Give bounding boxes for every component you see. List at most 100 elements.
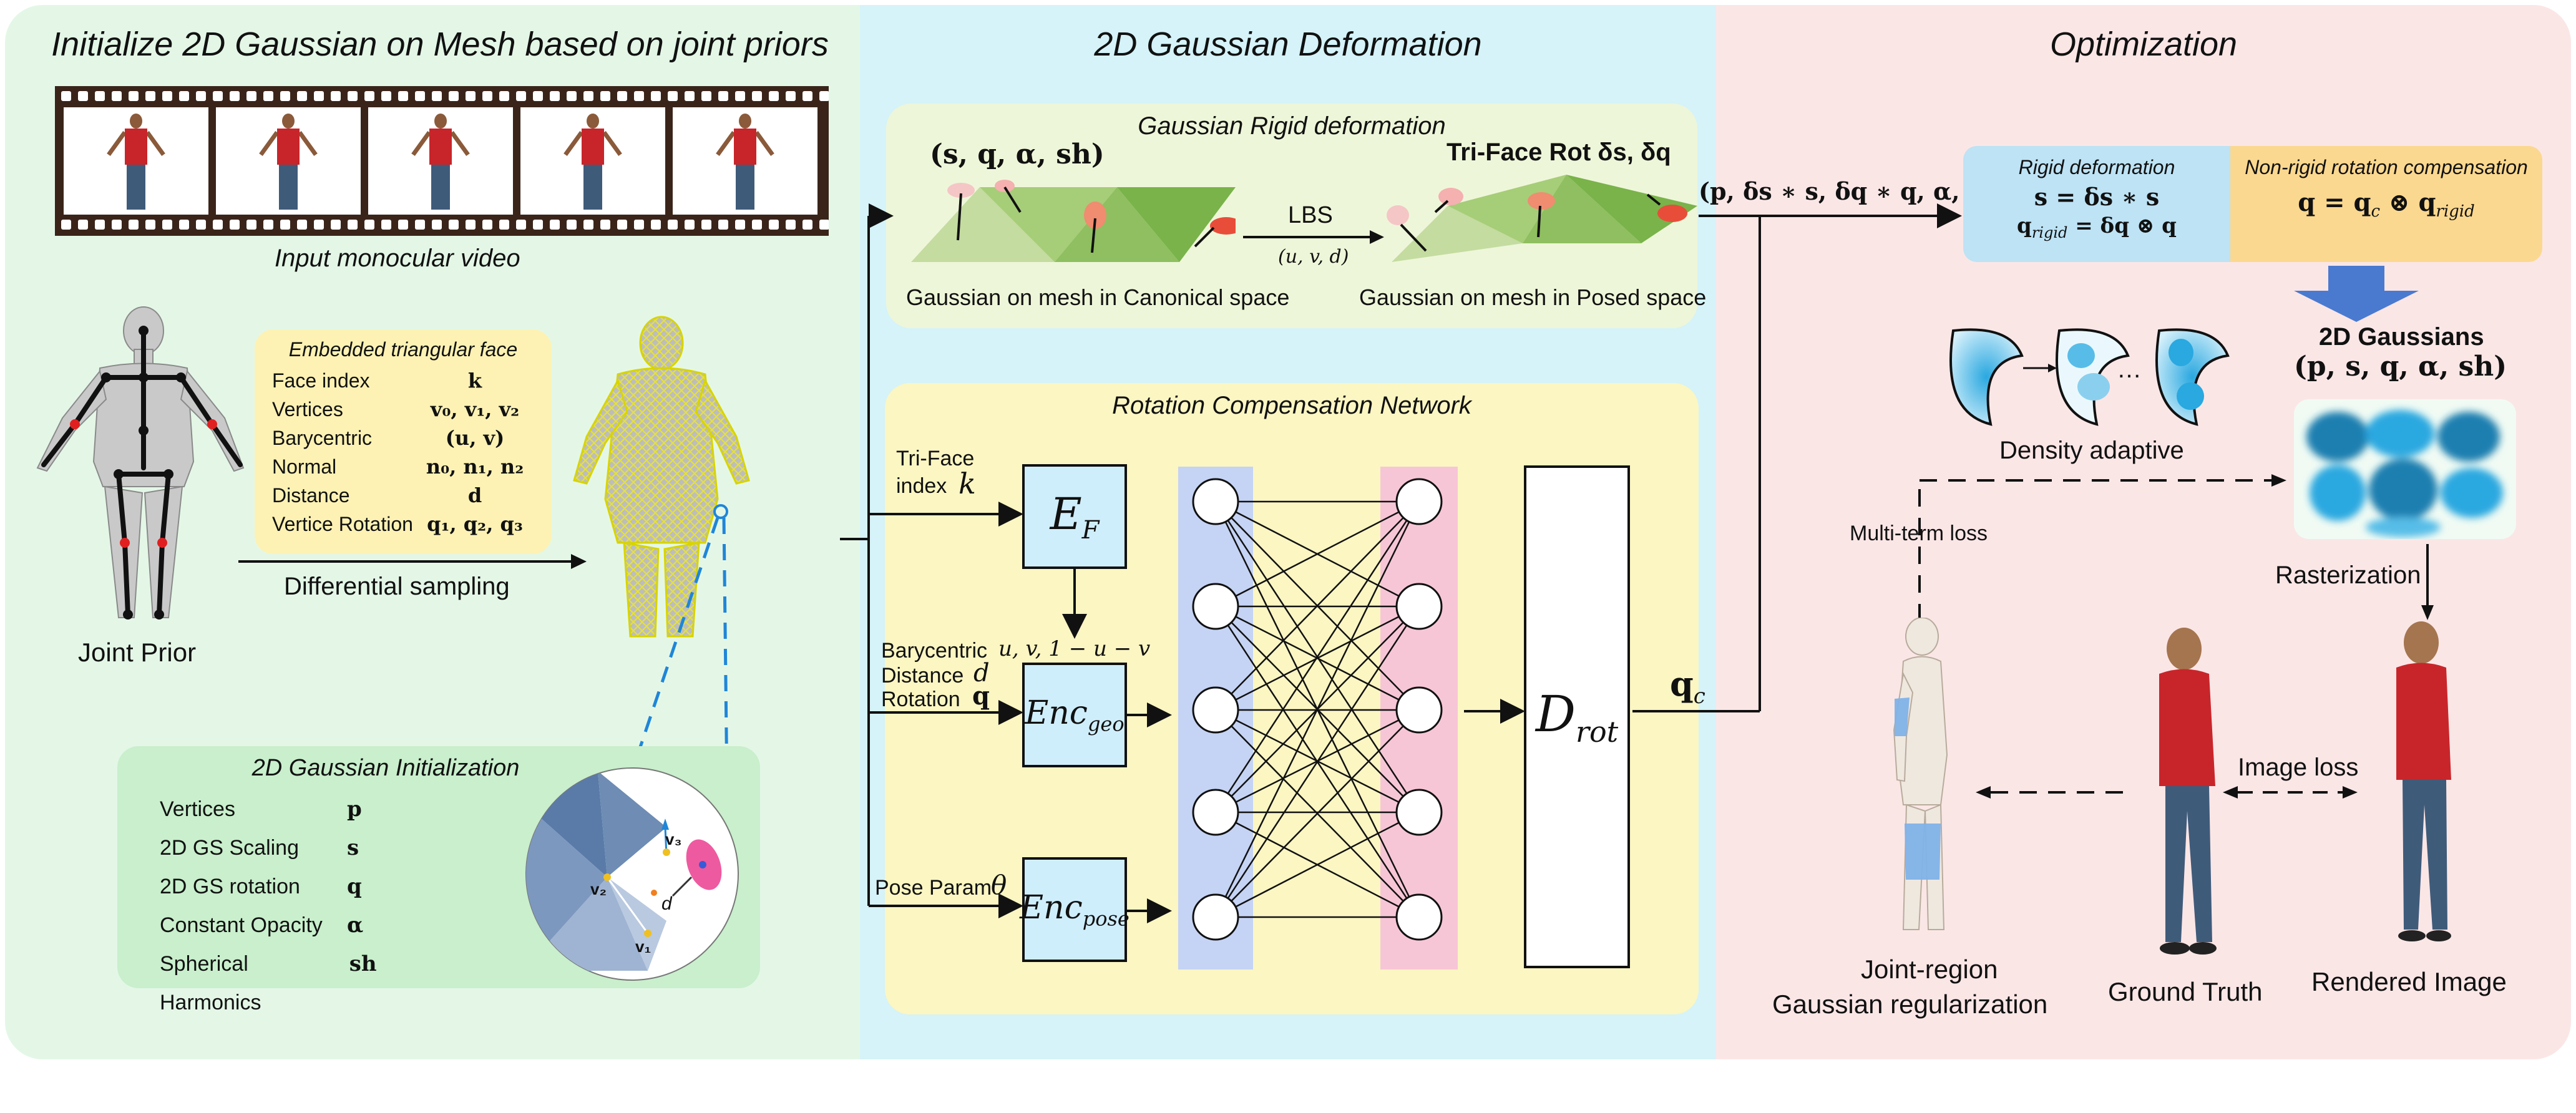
gaussian-init-row: Spherical Harmonics sh	[160, 945, 422, 1022]
rotation-math: q	[972, 681, 990, 711]
density-adaptive-figure	[1949, 328, 2230, 426]
ef-encoder: EF	[1022, 464, 1127, 569]
rcn-title: Rotation Compensation Network	[1112, 392, 1471, 419]
pose-theta: θ	[991, 870, 1007, 900]
film-perforation	[432, 220, 442, 230]
gaussian-init-row-name: Spherical Harmonics	[160, 952, 261, 1014]
panel2-title: 2D Gaussian Deformation	[1094, 26, 1482, 63]
init-v3-label: v₃	[665, 830, 681, 848]
film-perforation	[482, 91, 492, 101]
film-perforation	[449, 91, 459, 101]
film-perforation	[482, 220, 492, 230]
rigid-def-eq2: qrigid = δq ⊗ q	[1963, 213, 2230, 241]
network-edge	[1214, 501, 1420, 813]
film-perforation	[415, 91, 425, 101]
qc-q: q	[1670, 664, 1694, 704]
film-perforation	[533, 220, 543, 230]
film-perforation	[499, 91, 509, 101]
film-perforation	[735, 91, 745, 101]
embedded-face-row-symbol: q₁, q₂, q₃	[427, 512, 523, 536]
gaussian-init-title: 2D Gaussian Initialization	[251, 755, 520, 781]
embedded-face-row: Distance d	[272, 481, 534, 510]
layer1-node	[1192, 789, 1239, 836]
video-frame	[368, 107, 513, 215]
network-edge	[1215, 501, 1420, 711]
embedded-face-row-name: Distance	[272, 484, 350, 507]
film-perforation	[213, 91, 223, 101]
film-perforation	[78, 220, 88, 230]
nonrigid-cell: Non-rigid rotation compensation q = qc ⊗…	[2230, 146, 2542, 262]
film-perforation	[617, 91, 627, 101]
triface-k: k	[959, 467, 976, 500]
init-v2-label: v₂	[590, 880, 607, 898]
distance-math: d	[973, 659, 990, 688]
differential-sampling-arrow	[238, 554, 587, 569]
film-perforation	[348, 220, 358, 230]
layer2-node	[1395, 789, 1443, 836]
joint-region-label-2: Gaussian regularization	[1772, 989, 2048, 1019]
triface-rot-text: Tri-Face Rot δs, δq	[1447, 139, 1671, 166]
gaussians-title: 2D Gaussians	[2319, 323, 2484, 351]
film-perforation	[246, 220, 256, 230]
nonrigid-eq-lhs: q = q	[2298, 188, 2371, 217]
rigid-params: (s, q, α, sh)	[930, 139, 1105, 170]
network-connections	[1192, 478, 1443, 941]
film-perforation	[196, 91, 206, 101]
rigid-def-eq2-rhs: = δq ⊗ q	[2067, 213, 2177, 238]
gaussian-init-row-name: 2D GS Scaling	[160, 836, 299, 860]
film-perforation	[803, 91, 812, 101]
film-perforation	[701, 91, 711, 101]
gaussian-init-row-symbol: α	[347, 913, 364, 938]
rigid-def-title: Rigid deformation	[2018, 156, 2175, 178]
rigid-def-eq1: s = δs ∗ s	[2034, 183, 2160, 211]
film-perforation	[685, 220, 695, 230]
film-perforation	[668, 220, 678, 230]
gaussian-init-row-name: Vertices	[160, 797, 235, 821]
network-edge	[1214, 606, 1420, 918]
film-perforation	[246, 91, 256, 101]
encpose-encoder: Encpose	[1020, 857, 1129, 962]
nonrigid-eq-op: ⊗ q	[2380, 188, 2436, 217]
film-perforation	[230, 91, 240, 101]
film-perforation	[162, 220, 172, 230]
panel1-title: Initialize 2D Gaussian on Mesh based on …	[51, 26, 829, 63]
film-perforation	[61, 220, 71, 230]
video-frame	[216, 107, 361, 215]
film-perforation	[651, 91, 661, 101]
triface-index-label-1: Tri-Face	[896, 447, 975, 470]
gaussian-init-row-name: 2D GS rotation	[160, 875, 300, 898]
ground-truth-figure	[2159, 628, 2217, 955]
film-perforation	[145, 91, 155, 101]
film-perforation	[651, 220, 661, 230]
film-perforation	[297, 220, 307, 230]
video-filmstrip	[55, 86, 829, 236]
network-edge	[1215, 500, 1420, 608]
film-perforation	[179, 91, 189, 101]
joint-prior-label: Joint Prior	[78, 638, 197, 667]
nonrigid-eq-sub2: rigid	[2436, 202, 2475, 221]
film-perforation	[499, 220, 509, 230]
film-perforation	[550, 91, 560, 101]
film-perforation	[398, 220, 408, 230]
lbs-arrow	[1243, 230, 1384, 244]
film-perforation	[432, 91, 442, 101]
embedded-face-row-symbol: d	[467, 484, 482, 507]
film-perforation	[567, 220, 577, 230]
embedded-face-row-symbol: k	[467, 369, 482, 392]
film-perforation	[752, 91, 762, 101]
film-perforation	[381, 91, 391, 101]
gaussian-init-row-symbol: sh	[349, 951, 377, 976]
embedded-face-row-name: Face index	[272, 369, 370, 392]
gaussian-init-row-symbol: s	[347, 835, 359, 860]
film-perforation	[95, 220, 105, 230]
film-perforation	[819, 91, 829, 101]
film-perforation	[769, 220, 779, 230]
film-perforation	[819, 220, 829, 230]
layer1-node	[1192, 686, 1239, 734]
network-edge	[1215, 709, 1420, 918]
film-perforation	[533, 91, 543, 101]
